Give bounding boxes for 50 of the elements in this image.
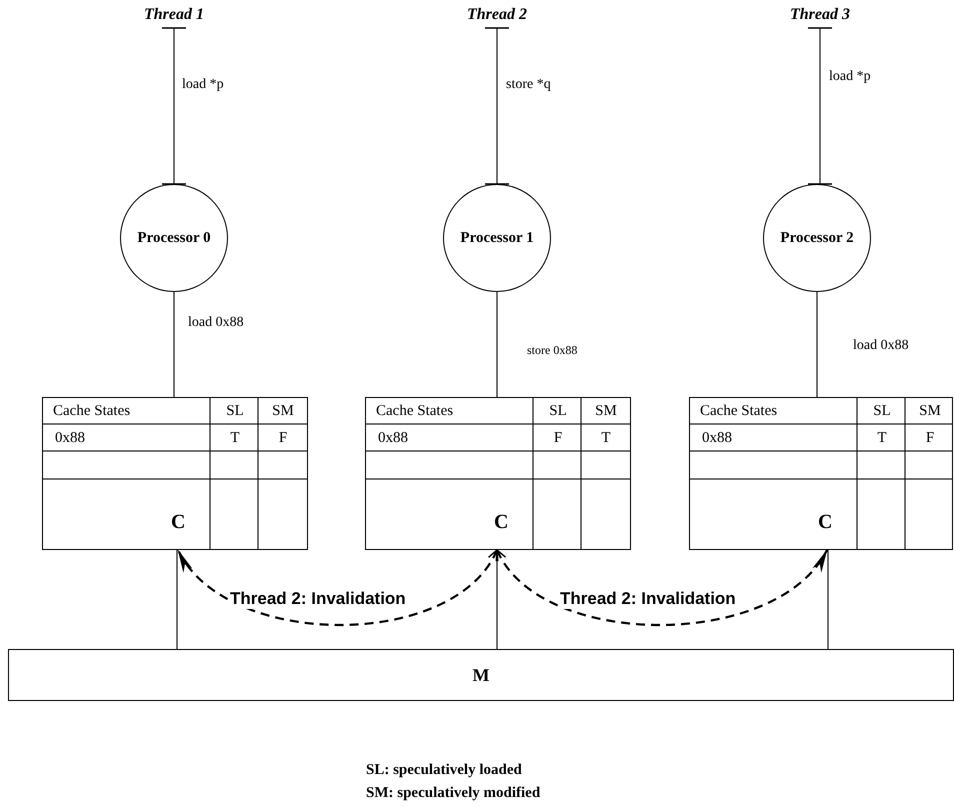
- cache-table: [42, 397, 308, 550]
- legend-note: SL: speculatively loaded: [366, 761, 522, 780]
- memory-label: M: [472, 664, 490, 686]
- processor-name: Processor 1: [460, 230, 534, 246]
- table-cell-text: T: [876, 429, 888, 448]
- table-cell-text: 0x88: [55, 429, 85, 448]
- column-header: Cache States: [376, 402, 454, 421]
- thread-label: Thread 3: [770, 4, 870, 28]
- connector-line: [816, 292, 818, 398]
- processor-name: Processor 2: [780, 230, 854, 246]
- edge-label: load *p: [182, 76, 224, 93]
- table-cell-text: T: [600, 429, 612, 448]
- cache-label: C: [171, 511, 186, 534]
- column-header: SL: [548, 402, 568, 421]
- cache-table: [689, 397, 953, 550]
- table-cell-text: T: [229, 429, 241, 448]
- column-header: SM: [594, 402, 618, 421]
- column-header: SM: [918, 402, 942, 421]
- thread-label: Thread 2: [447, 4, 547, 28]
- cache-label: C: [818, 511, 832, 534]
- edge-label: Thread 2: Invalidation: [560, 589, 736, 609]
- table-cell-text: F: [278, 429, 288, 448]
- connector-line: [496, 292, 498, 398]
- processor-circle: [120, 184, 228, 292]
- timeline-bar: [161, 27, 187, 185]
- timeline-bar: [484, 27, 510, 185]
- processor-name: Processor 0: [137, 230, 211, 246]
- column-header: Cache States: [700, 402, 778, 421]
- table-cell-text: 0x88: [378, 429, 408, 448]
- edge-label: store *q: [506, 76, 551, 93]
- edge-label: load *p: [829, 68, 871, 85]
- thread-label: Thread 1: [124, 4, 224, 28]
- table-cell-text: F: [924, 429, 936, 448]
- processor-circle: [763, 184, 871, 292]
- memory-box: [8, 649, 954, 701]
- cache-label: C: [494, 511, 508, 534]
- connector-line: [176, 550, 178, 650]
- dashed-double-headed-arrow: [496, 549, 828, 626]
- dashed-double-headed-arrow: [177, 549, 498, 626]
- column-header: SM: [271, 402, 295, 421]
- column-header: Cache States: [53, 402, 130, 421]
- cache-table: [365, 397, 631, 550]
- column-header: SL: [225, 402, 245, 421]
- table-cell-text: 0x88: [702, 429, 732, 448]
- edge-label: Thread 2: Invalidation: [230, 589, 406, 609]
- table-cell-text: F: [552, 429, 564, 448]
- column-header: SL: [872, 402, 892, 421]
- legend-note: SM: speculatively modified: [366, 784, 540, 803]
- processor-circle: [443, 184, 551, 292]
- timeline-bar: [807, 27, 833, 185]
